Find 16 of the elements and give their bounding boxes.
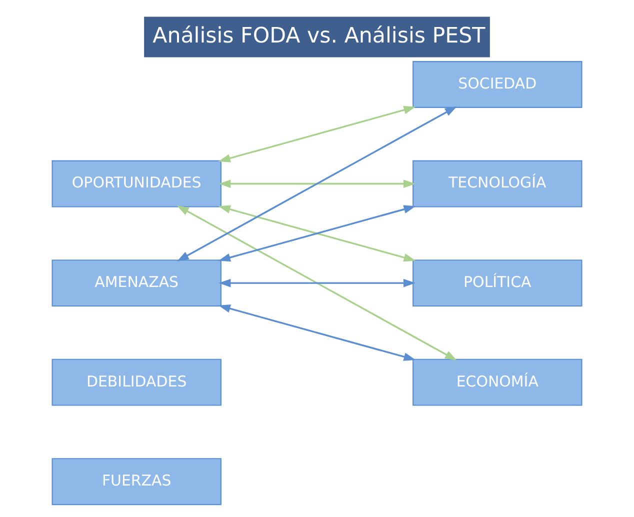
arrow [218,304,416,361]
node-box: DEBILIDADES [52,358,222,406]
node-box: ECONOMÍA [412,358,582,406]
arrow [218,106,416,162]
diagram-title: Análisis FODA vs. Análisis PEST [152,23,486,48]
arrow [176,206,457,361]
node-box: POLÍTICA [412,260,582,307]
node-box: FUERZAS [52,458,222,506]
arrow [218,180,416,188]
arrow [218,205,416,262]
node-box: SOCIEDAD [412,61,582,108]
node-box: AMENAZAS [52,260,222,307]
arrow [218,278,416,288]
node-box: TECNOLOGÍA [412,160,582,208]
arrow [176,106,457,262]
node-box: OPORTUNIDADES [52,160,222,208]
